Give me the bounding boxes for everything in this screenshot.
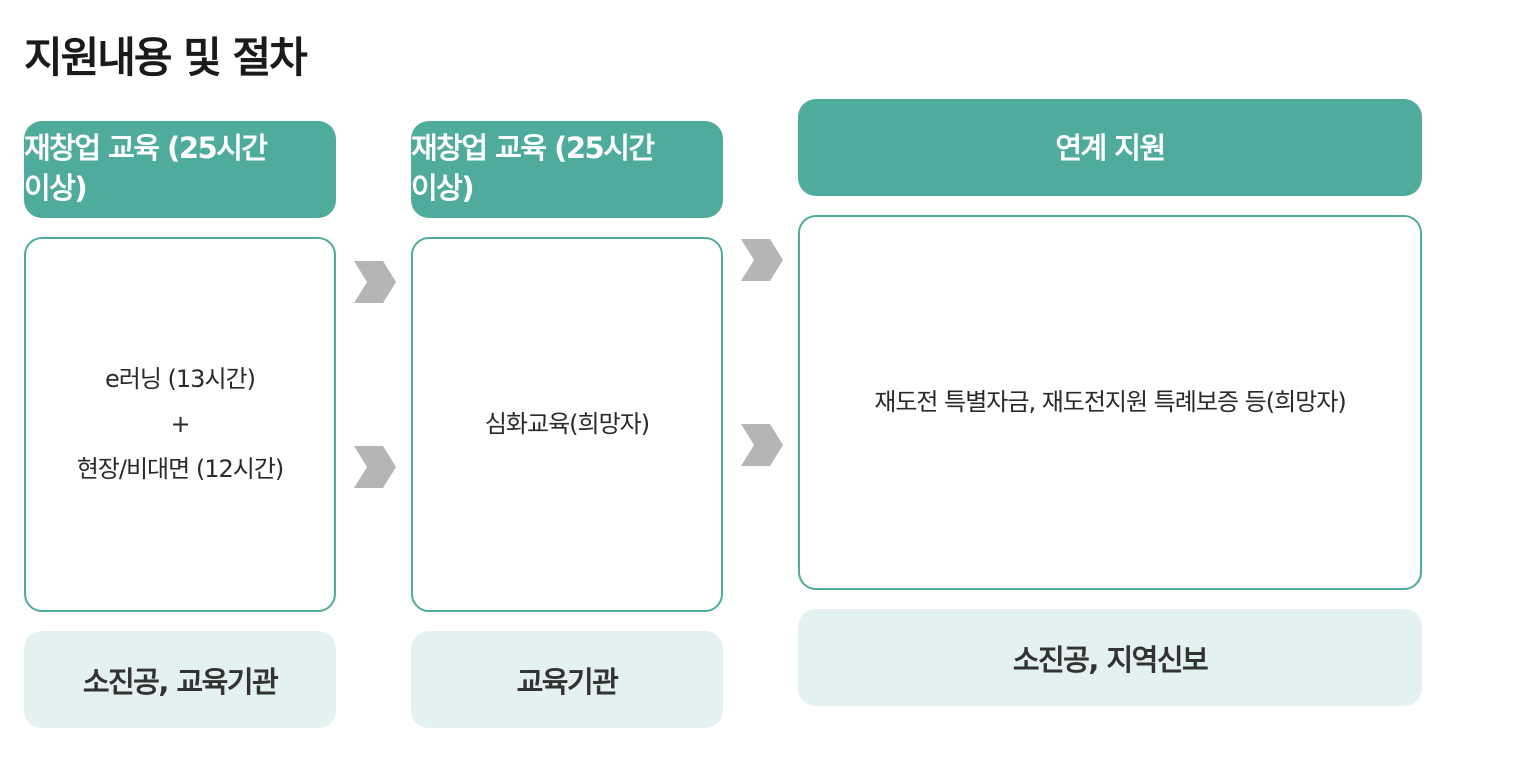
step-1-body-line-1: e러닝 (13시간) — [105, 365, 256, 393]
step-1: 재창업 교육 (25시간 이상) e러닝 (13시간) + 현장/비대면 (12… — [24, 121, 336, 729]
step-2-footer: 교육기관 — [411, 631, 723, 728]
step-2: 재창업 교육 (25시간 이상) 심화교육(희망자) 교육기관 — [411, 121, 723, 729]
step-3-body-line-1: 재도전 특별자금, 재도전지원 특례보증 등(희망자) — [874, 388, 1346, 416]
step-3: 연계 지원 재도전 특별자금, 재도전지원 특례보증 등(희망자) 소진공, 지… — [798, 99, 1422, 707]
step-2-body: 심화교육(희망자) — [411, 237, 723, 612]
chevron-right-icon — [354, 446, 396, 488]
chevron-right-icon — [741, 239, 783, 281]
chevron-right-icon — [354, 261, 396, 303]
step-1-body: e러닝 (13시간) + 현장/비대면 (12시간) — [24, 237, 336, 612]
step-1-header: 재창업 교육 (25시간 이상) — [24, 121, 336, 218]
step-2-body-line-1: 심화교육(희망자) — [484, 410, 650, 438]
page-title: 지원내용 및 절차 — [24, 33, 308, 82]
step-1-body-line-2: + — [170, 410, 190, 438]
step-3-header: 연계 지원 — [798, 99, 1422, 196]
step-1-body-line-3: 현장/비대면 (12시간) — [76, 455, 285, 483]
step-3-footer: 소진공, 지역신보 — [798, 609, 1422, 706]
step-2-header: 재창업 교육 (25시간 이상) — [411, 121, 723, 218]
step-3-body: 재도전 특별자금, 재도전지원 특례보증 등(희망자) — [798, 215, 1422, 590]
step-1-footer: 소진공, 교육기관 — [24, 631, 336, 728]
chevron-right-icon — [741, 424, 783, 466]
